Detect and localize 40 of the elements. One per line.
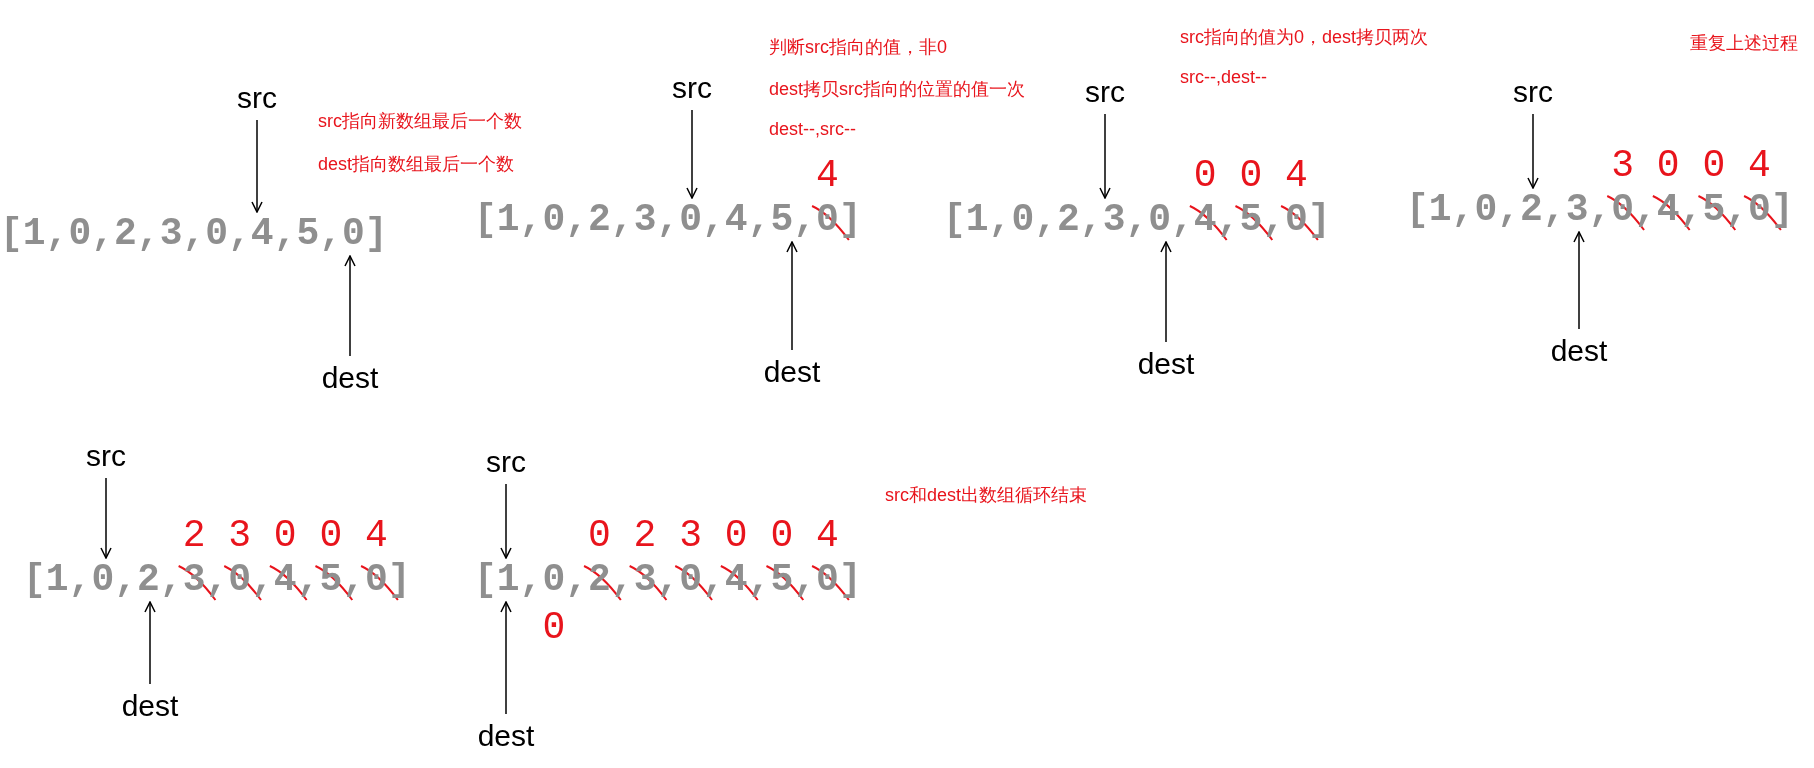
- handwritten-digits: 0 0 4: [1193, 156, 1308, 196]
- pointer-label: src: [237, 82, 277, 114]
- note-text: src和dest出数组循环结束: [885, 484, 1088, 506]
- note-text: dest指向数组最后一个数: [318, 153, 515, 175]
- arrow: [786, 241, 798, 351]
- pointer-label: dest: [763, 356, 821, 388]
- note-text: src--,dest--: [1180, 66, 1267, 88]
- note-text: 判断src指向的值，非0: [769, 36, 947, 58]
- arrow: [500, 601, 512, 715]
- pointer-label: src: [672, 72, 712, 104]
- arrow: [344, 255, 356, 357]
- handwritten-digits: 0 2 3 0 0 4: [588, 516, 839, 556]
- arrow: [1160, 241, 1172, 343]
- note-text: src指向新数组最后一个数: [318, 110, 522, 132]
- arrow: [100, 477, 112, 559]
- pointer-label: src: [1513, 76, 1553, 108]
- pointer-label: dest: [121, 690, 179, 722]
- pointer-label: dest: [477, 720, 535, 752]
- note-text: src指向的值为0，dest拷贝两次: [1180, 26, 1429, 48]
- arrow: [686, 109, 698, 199]
- handwritten-digits: 0: [542, 608, 566, 648]
- pointer-label: src: [486, 446, 526, 478]
- pointer-label: dest: [1137, 348, 1195, 380]
- note-text: dest拷贝src指向的位置的值一次: [769, 78, 1026, 100]
- handwritten-digits: 4: [816, 156, 839, 196]
- arrow: [1527, 113, 1539, 189]
- pointer-label: src: [86, 440, 126, 472]
- note-text: 重复上述过程: [1690, 32, 1798, 54]
- handwritten-digits: 3 0 0 4: [1611, 146, 1771, 186]
- array-text: [1,0,2,3,0,4,5,0]: [0, 214, 388, 254]
- pointer-label: dest: [321, 362, 379, 394]
- arrow: [1573, 231, 1585, 330]
- arrow: [144, 601, 156, 685]
- note-text: dest--,src--: [769, 118, 856, 140]
- pointer-label: dest: [1550, 335, 1608, 367]
- arrow: [1099, 113, 1111, 199]
- arrow: [500, 483, 512, 559]
- handwritten-digits: 2 3 0 0 4: [182, 516, 388, 556]
- arrow: [251, 119, 263, 213]
- pointer-label: src: [1085, 76, 1125, 108]
